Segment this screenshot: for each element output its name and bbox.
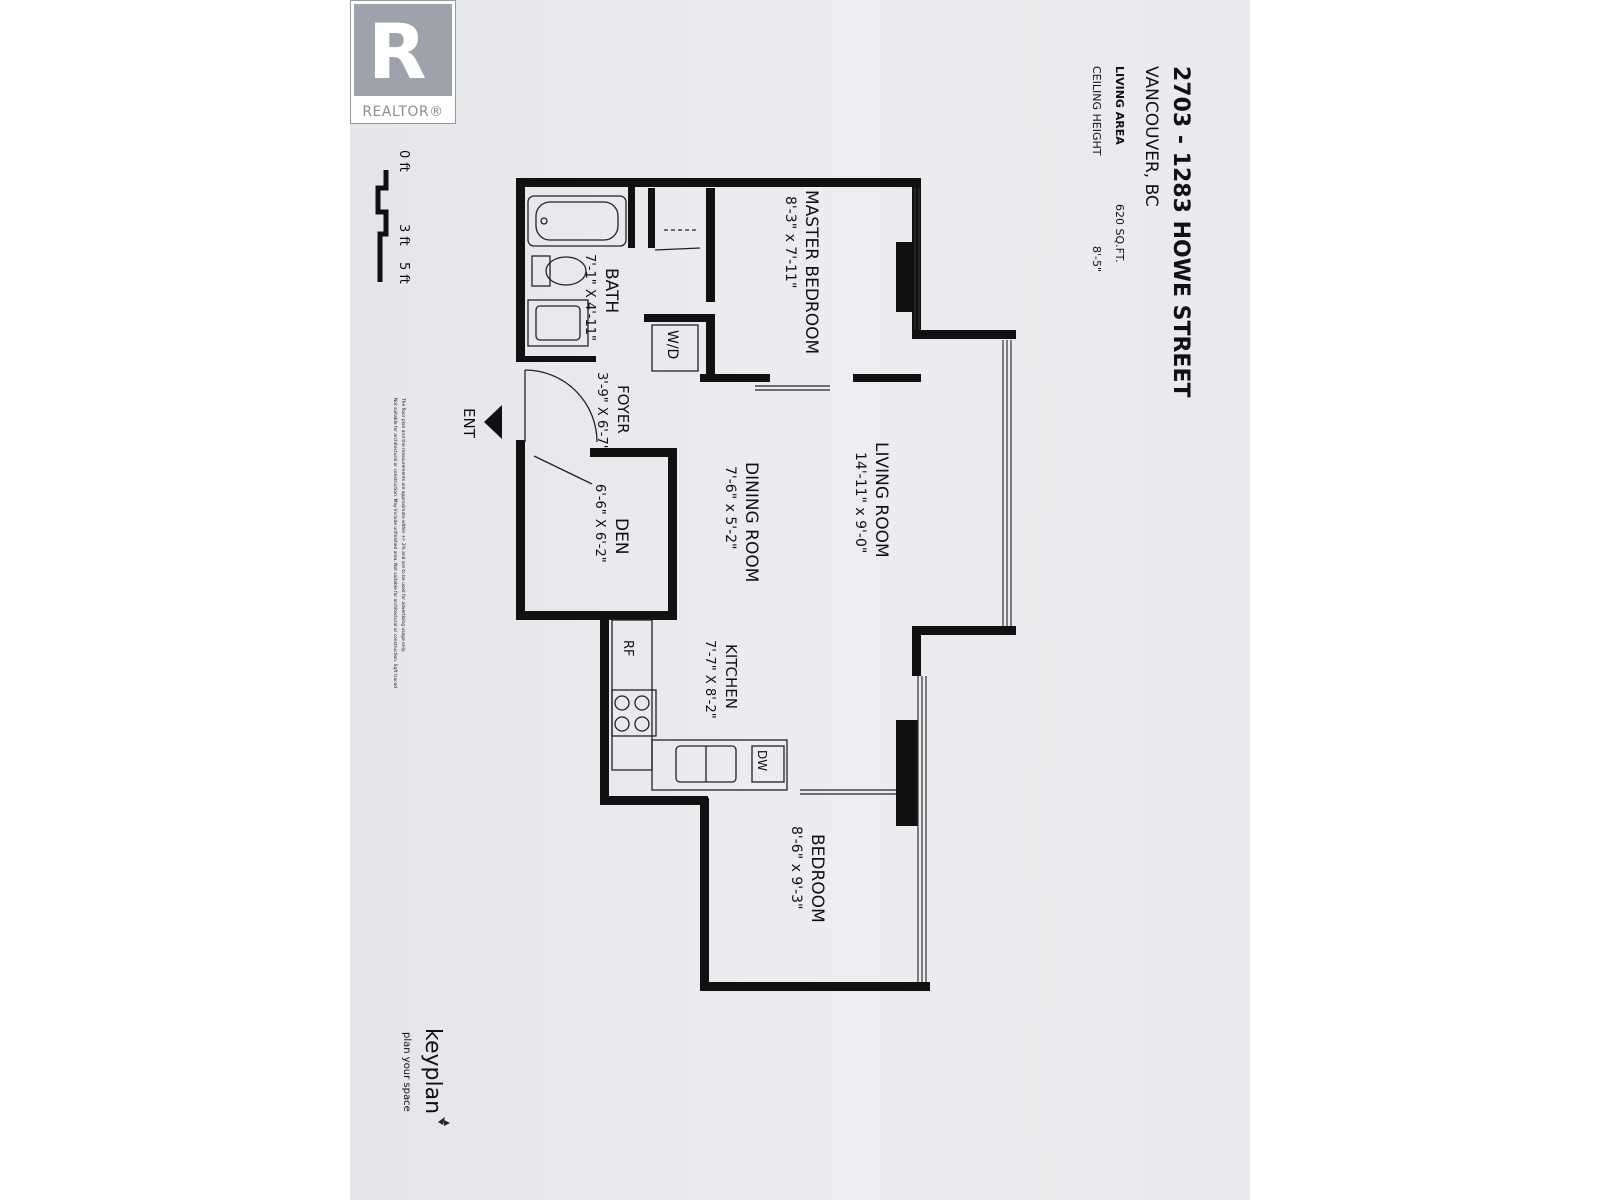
scale-bar-line [375,170,389,282]
living-area-value: 620 SQ.FT. [1113,204,1126,263]
living-area-label: LIVING AREA [1113,66,1126,145]
master-bedroom-size: 8'-3" x 7'-11" [782,196,798,288]
city-text: VANCOUVER, BC [1141,66,1161,207]
windows [914,188,1012,982]
keyplan-logo-text: keyplan [420,1028,445,1114]
burner-icon [634,695,650,711]
master-bedroom-name: MASTER BEDROOM [801,190,821,354]
disclaimer: The floor plan and the measurements are … [392,397,406,688]
bath-size: 7'-1" X 4'-11" [582,254,597,341]
realtor-r-mark: R [368,7,427,96]
burner-icon [634,716,650,732]
address-title: 2703 - 1283 HOWE STREET [1168,66,1193,398]
foyer-size: 3'-9" X 6'-7" [594,372,609,451]
walls [516,178,1016,991]
disclaimer-line-2: Not suitable for architectural or constr… [392,398,398,688]
keyplan-tagline: plan your space [401,1032,412,1112]
scale-five-label: 5 ft [396,262,411,284]
keyplan-leaf-icon [438,1117,450,1126]
realtor-logo-box: R [354,4,452,96]
header-block: 2703 - 1283 HOWE STREET VANCOUVER, BC LI… [1090,66,1193,398]
den-size: 6'-6" X 6'-2" [592,484,607,563]
bath-name: BATH [601,268,621,313]
living-room-size: 14'-11" x 9'-0" [852,452,868,553]
scale-zero-label: 0 ft [396,150,411,172]
den-name: DEN [611,518,631,555]
burner-icon [614,716,630,732]
doors-fixtures [524,195,896,795]
foyer-name: FOYER [614,385,632,434]
realtor-wordmark: REALTOR® [362,104,444,120]
keyplan-branding: keyplan plan your space [401,1028,450,1126]
entrance-arrow-icon [484,405,502,439]
bedroom-name: BEDROOM [807,834,827,923]
realtor-logo: R REALTOR® [350,0,456,124]
room-labels: MASTER BEDROOM 8'-3" x 7'-11" BATH 7'-1"… [460,190,891,923]
disclaimer-line-1: The floor plan and the measurements are … [400,397,406,652]
dw-label: DW [755,750,769,771]
burner-icon [614,695,630,711]
kitchen-size: 7'-7" X 8'-2" [702,640,717,719]
scale-three-label: 3 ft [396,224,411,246]
wd-label: W/D [664,330,680,359]
ceiling-height-label: CEILING HEIGHT [1090,66,1103,156]
ceiling-height-value: 8'-5" [1090,246,1103,272]
bedroom-size: 8'-6" x 9'-3" [788,826,804,910]
dining-room-size: 7'-6" x 5'-2" [722,466,738,550]
entrance-label: ENT [460,408,478,439]
dining-room-name: DINING ROOM [741,462,761,582]
living-room-name: LIVING ROOM [871,442,891,558]
kitchen-name: KITCHEN [722,644,740,709]
rf-label: RF [620,640,635,657]
floor-plan-sheet [350,0,1250,1200]
